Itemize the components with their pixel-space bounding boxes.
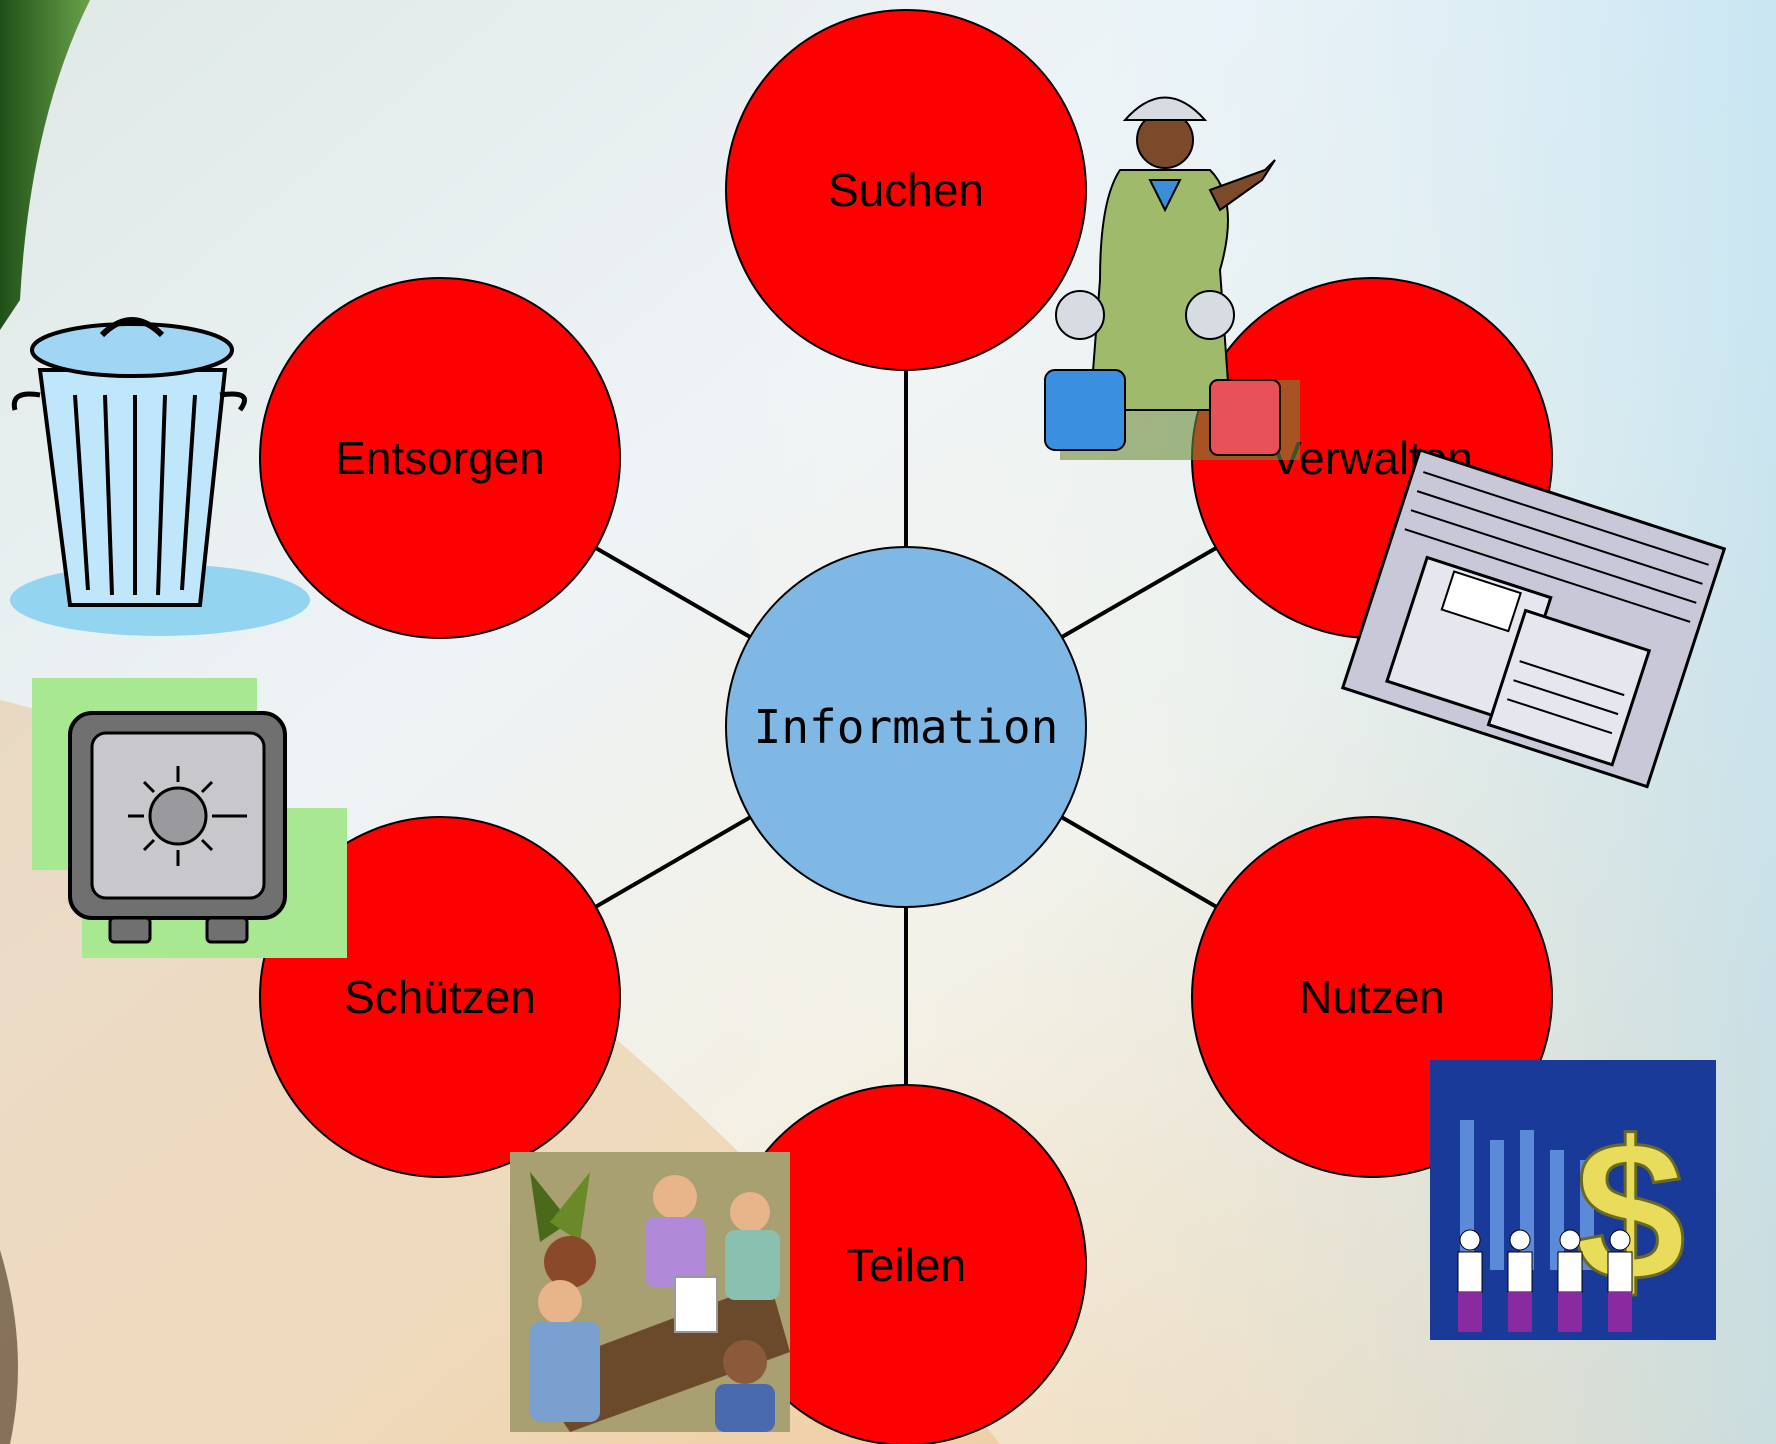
file-tray-with-floppy-disks-icon bbox=[1340, 448, 1727, 789]
trash-can-icon bbox=[10, 317, 310, 636]
node-label-entsorgen: Entsorgen bbox=[335, 432, 545, 484]
node-schuetzen[interactable]: Schützen bbox=[259, 816, 621, 1178]
safe-vault-icon bbox=[32, 678, 347, 958]
node-entsorgen[interactable]: Entsorgen bbox=[259, 277, 621, 639]
business-people-with-dollar-chart-icon: $ bbox=[1430, 1060, 1716, 1340]
node-label-suchen: Suchen bbox=[828, 164, 984, 216]
node-suchen[interactable]: Suchen bbox=[725, 9, 1087, 371]
green-corner-decoration bbox=[0, 0, 90, 330]
explorer-guide-with-children-icon bbox=[1044, 96, 1300, 460]
center-node-information[interactable]: Information bbox=[725, 546, 1087, 908]
node-label-teilen: Teilen bbox=[846, 1239, 966, 1291]
center-node-label: Information bbox=[754, 700, 1059, 754]
dark-corner-decoration bbox=[0, 1250, 18, 1444]
team-meeting-table-icon bbox=[510, 1152, 790, 1432]
node-label-schuetzen: Schützen bbox=[344, 971, 536, 1023]
node-label-nutzen: Nutzen bbox=[1299, 971, 1445, 1023]
